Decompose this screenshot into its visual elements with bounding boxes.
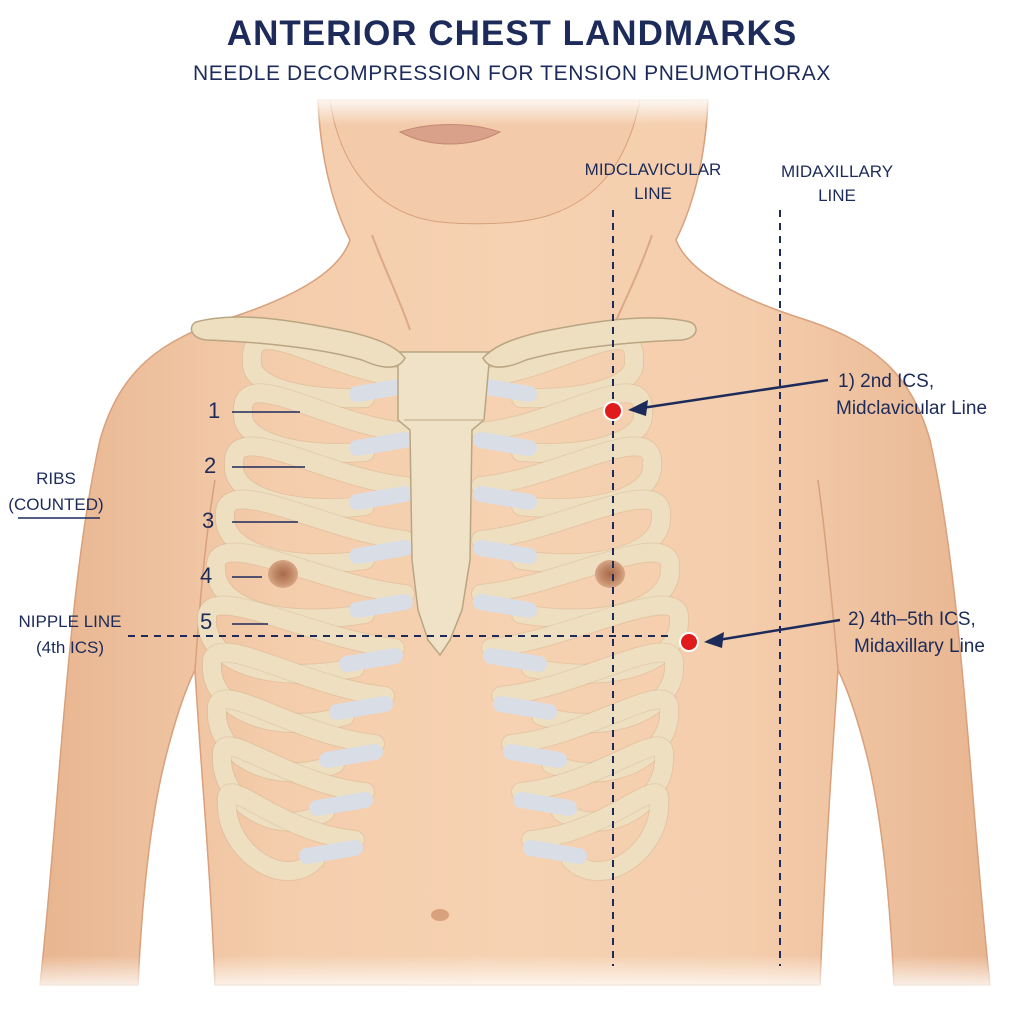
costal-cartilage [349,486,413,510]
page-subtitle: NEEDLE DECOMPRESSION FOR TENSION PNEUMOT… [192,62,832,85]
nipple-line-label: NIPPLE LINE (4th ICS) [18,612,122,657]
costal-cartilage [299,840,363,864]
costal-cartilage [349,378,413,402]
midaxillary-line-label: MIDAXILLARY LINE [780,162,894,205]
clavicle-left-of-patient [482,317,697,368]
costal-cartilage [523,840,587,864]
nipple-left [595,560,625,588]
rib [242,331,414,408]
rib-number-4: 4 [200,563,213,588]
rib [217,784,364,881]
rib-number-1: 1 [208,398,221,423]
costal-cartilage [329,696,393,720]
costal-cartilage [493,696,557,720]
site-marker-1 [603,401,623,421]
costal-cartilage [473,378,537,402]
lips [398,124,502,145]
site-marker-2 [679,632,699,652]
costal-cartilage [483,648,547,672]
rib [522,784,669,881]
rib-number-3: 3 [202,508,215,533]
clavicles [190,316,697,368]
site-2-label: 2) 4th–5th ICS, Midaxillary Line [848,609,985,657]
midclavicular-line-label: MIDCLAVICULAR LINE [584,160,722,203]
costal-cartilage [473,432,537,456]
rib [472,331,644,408]
rib-cage [197,330,689,882]
costal-cartilage [349,540,413,564]
page-title: ANTERIOR CHEST LANDMARKS [226,14,798,53]
sternum [397,351,491,657]
costal-cartilage [473,540,537,564]
costal-cartilage [349,594,413,618]
costal-cartilage [513,792,577,816]
costal-cartilage [309,792,373,816]
rib-number-5: 5 [200,609,213,634]
navel [431,909,449,921]
rib-number-2: 2 [204,453,217,478]
clavicle-right-of-patient [190,316,406,368]
site-1-label: 1) 2nd ICS, Midclavicular Line [836,371,988,419]
ribs-label: RIBS (COUNTED) [8,469,104,514]
costal-cartilage [473,594,537,618]
costal-cartilage [503,744,567,768]
costal-cartilage [339,648,403,672]
rib-leader-lines [232,411,305,625]
costal-cartilage [349,432,413,456]
costal-cartilage [473,486,537,510]
nipple-right [268,560,298,588]
costal-cartilage [319,744,383,768]
site-arrows [628,378,841,648]
torso-silhouette [0,95,1024,995]
